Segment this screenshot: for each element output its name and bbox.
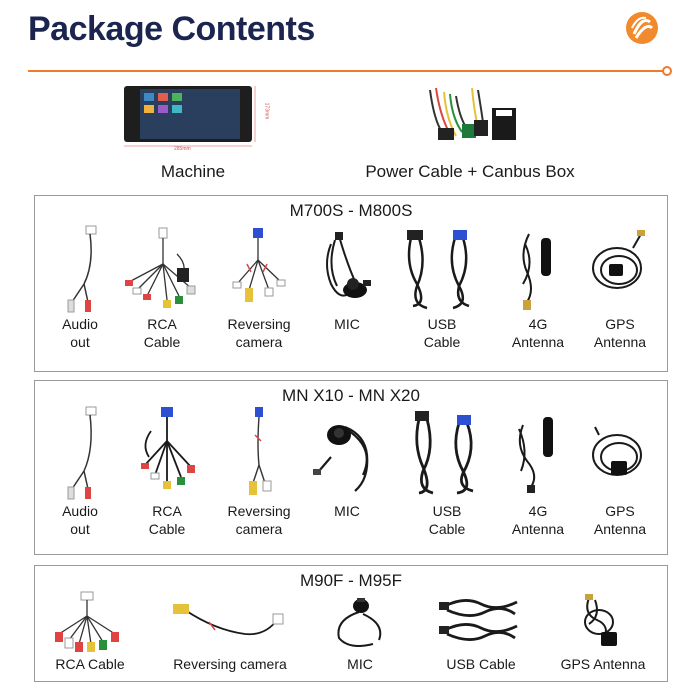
item-label: Audio — [62, 316, 98, 332]
machine-label: Machine — [160, 162, 226, 181]
item-label: RCA Cable — [55, 656, 125, 672]
panel-m700s-m800s: M700S - M800S Audio out — [34, 195, 668, 372]
microphone-icon — [326, 232, 371, 298]
gps-antenna-icon — [584, 594, 617, 646]
item-label: MIC — [334, 503, 360, 519]
brand-logo-icon — [626, 12, 658, 44]
audio-out-cable-icon — [67, 406, 97, 500]
panel-title: MN X10 - MN X20 — [282, 386, 420, 405]
reversing-camera-cable-icon — [173, 604, 284, 636]
rca-cable-icon — [141, 407, 195, 489]
item-rca-cable: RCA Cable — [117, 224, 207, 350]
item-label: GPS Antenna — [560, 656, 646, 672]
item-label: Reversing — [227, 503, 291, 519]
item-mic: MIC — [325, 590, 395, 672]
item-label: GPS — [605, 316, 635, 332]
microphone-icon — [313, 425, 369, 492]
item-gps-antenna: GPS Antenna — [587, 405, 653, 537]
item-audio-out: Audio out — [50, 224, 110, 350]
item-reversing-camera: Reversing camera — [221, 405, 297, 537]
power-cable-label: Power Cable + Canbus Box — [365, 162, 575, 181]
item-label: RCA — [152, 503, 182, 519]
item-label: Antenna — [511, 521, 565, 537]
item-reversing-camera: Reversing camera — [165, 590, 295, 672]
item-label: USB — [432, 503, 462, 519]
item-label: Cable — [428, 521, 466, 537]
usb-cable-icon — [415, 411, 474, 495]
item-label: camera — [235, 334, 283, 350]
item-label: Antenna — [593, 521, 647, 537]
head-unit-icon — [124, 86, 256, 147]
item-gps-antenna: GPS Antenna — [553, 590, 653, 672]
item-reversing-camera: Reversing camera — [221, 224, 297, 350]
panel-mn-x10-mn-x20: MN X10 - MN X20 Audio out — [34, 380, 668, 555]
power-cable-icon — [429, 87, 516, 140]
item-gps-antenna: GPS Antenna — [587, 224, 653, 350]
item-label: Reversing — [227, 316, 291, 332]
header-divider-dot — [662, 66, 672, 76]
header-divider — [28, 70, 666, 72]
machine-height-dim: 173mm — [263, 102, 270, 120]
power-cable-item: Power Cable + Canbus Box — [360, 80, 580, 181]
panel-title: M700S - M800S — [289, 201, 413, 220]
item-usb-cable: USB Cable — [405, 405, 489, 537]
item-mic: MIC — [305, 405, 389, 519]
item-label: Reversing camera — [173, 656, 287, 672]
rca-cable-icon — [55, 591, 119, 652]
4g-antenna-icon — [522, 233, 551, 310]
item-label: USB — [427, 316, 457, 332]
usb-cable-icon — [439, 599, 518, 641]
item-audio-out: Audio out — [50, 405, 110, 537]
item-label: Antenna — [511, 334, 565, 350]
gps-antenna-icon — [592, 426, 642, 476]
machine-item: 285mm 173mm Machine — [118, 80, 270, 181]
item-label: out — [70, 521, 90, 537]
item-label: MIC — [334, 316, 360, 332]
page-title: Package Contents — [28, 10, 315, 48]
item-label: Audio — [62, 503, 98, 519]
item-label: Cable — [148, 521, 186, 537]
reversing-camera-cable-icon — [232, 228, 286, 302]
item-label: MIC — [347, 656, 373, 672]
reversing-camera-cable-icon — [249, 407, 272, 495]
panel-m90f-m95f: M90F - M95F RCA Cable Reversing camera — [34, 565, 668, 682]
4g-antenna-icon — [518, 417, 553, 493]
item-label: RCA — [147, 316, 177, 332]
item-label: out — [70, 334, 90, 350]
item-label: camera — [235, 521, 283, 537]
item-label: GPS — [605, 503, 635, 519]
audio-out-cable-icon — [67, 225, 97, 313]
item-label: Cable — [423, 334, 461, 350]
item-4g-antenna: 4G Antenna — [505, 224, 571, 350]
item-rca-cable: RCA Cable — [127, 405, 207, 537]
item-label: USB Cable — [446, 656, 516, 672]
microphone-icon — [337, 598, 382, 647]
item-mic: MIC — [319, 224, 375, 332]
rca-cable-icon — [125, 227, 196, 308]
item-usb-cable: USB Cable — [397, 224, 487, 350]
item-4g-antenna: 4G Antenna — [505, 405, 571, 537]
machine-width-dim: 285mm — [174, 146, 191, 152]
item-rca-cable: RCA Cable — [45, 590, 135, 672]
item-label: 4G — [528, 503, 548, 519]
usb-cable-icon — [407, 230, 470, 310]
item-label: Antenna — [593, 334, 647, 350]
item-label: 4G — [528, 316, 548, 332]
item-label: Cable — [143, 334, 181, 350]
item-usb-cable: USB Cable — [435, 590, 527, 672]
gps-antenna-icon — [592, 230, 645, 289]
panel-title: M90F - M95F — [299, 571, 403, 590]
